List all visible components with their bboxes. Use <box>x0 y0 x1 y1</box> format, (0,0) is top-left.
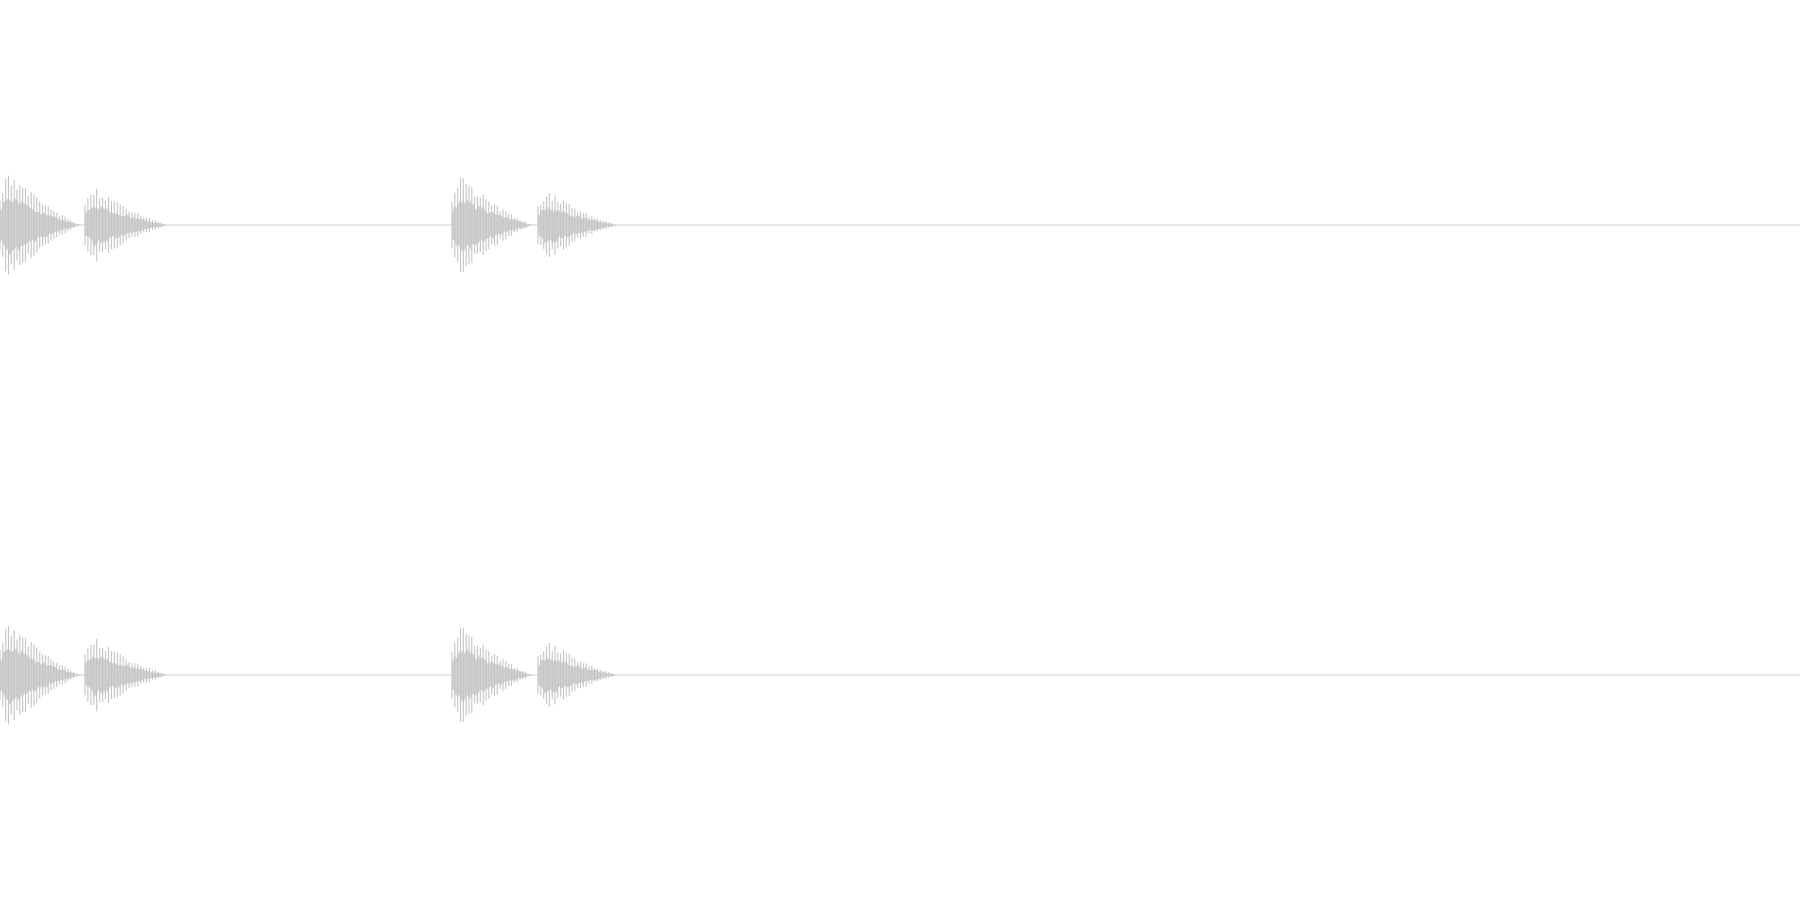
waveform-burst-peaks <box>84 638 162 712</box>
waveform-burst-peaks <box>84 188 162 262</box>
waveform-burst-peaks <box>537 643 613 707</box>
waveform-burst-peaks <box>0 625 75 725</box>
channel-2-track <box>0 625 1800 725</box>
waveform-burst-peaks <box>537 193 613 257</box>
waveform-burst-peaks <box>451 628 527 722</box>
channel-1-track <box>0 175 1800 275</box>
waveform-burst-peaks <box>0 175 75 275</box>
waveform-burst-peaks <box>451 178 527 272</box>
